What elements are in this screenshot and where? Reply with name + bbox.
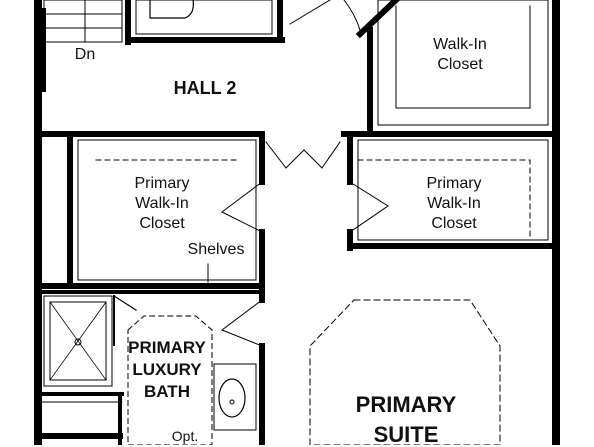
primary-right-closet-line1: Primary (426, 175, 482, 192)
right-closet-shelf-inner (357, 159, 531, 241)
walkin-closet-shelf-outline (377, 0, 549, 126)
bath-label-line2: LUXURY (132, 360, 202, 379)
toilet (149, 0, 194, 19)
primary-left-closet-line1: Primary (134, 175, 190, 192)
sink-drain (229, 399, 235, 405)
bath-door (220, 299, 263, 347)
left-closet-shelf (77, 139, 257, 281)
suite-label-line2: SUITE (373, 422, 439, 447)
primary-right-closet-line2: Walk-In (427, 195, 481, 212)
shelves-label: Shelves (187, 241, 245, 258)
walkin-closet-shelf-inner (395, 5, 531, 109)
suite-tray-ceiling (309, 299, 501, 445)
bath-dashed-area (127, 315, 213, 445)
shower-glass (113, 295, 137, 311)
primary-left-closet-line2: Walk-In (135, 195, 189, 212)
primary-right-closet-line3: Closet (431, 215, 477, 232)
hall-door-arc-top (289, 0, 331, 25)
center-double-door (265, 141, 341, 169)
hall-door-swing-top (343, 0, 361, 31)
suite-label-line1: PRIMARY (355, 392, 457, 417)
left-closet-door (221, 181, 263, 233)
top-bath-inner (135, 0, 273, 35)
shower-drain (74, 338, 82, 346)
right-closet-shelf (357, 139, 549, 241)
sink (218, 378, 246, 418)
dn-label: Dn (74, 46, 96, 63)
shower (43, 295, 113, 387)
stair-block (43, 0, 123, 43)
primary-left-closet-line3: Closet (139, 215, 185, 232)
shower-inner (49, 301, 107, 381)
opt-label: Opt. (171, 428, 199, 444)
walkin-closet-label-line1: Walk-In (433, 36, 487, 53)
walkin-closet-label-line2: Closet (437, 56, 483, 73)
shower-diag-2 (49, 301, 107, 381)
hall-label: HALL 2 (173, 78, 237, 98)
bath-label-line3: BATH (144, 382, 190, 401)
right-closet-door (349, 181, 389, 233)
bath-label-line1: PRIMARY (128, 338, 206, 357)
